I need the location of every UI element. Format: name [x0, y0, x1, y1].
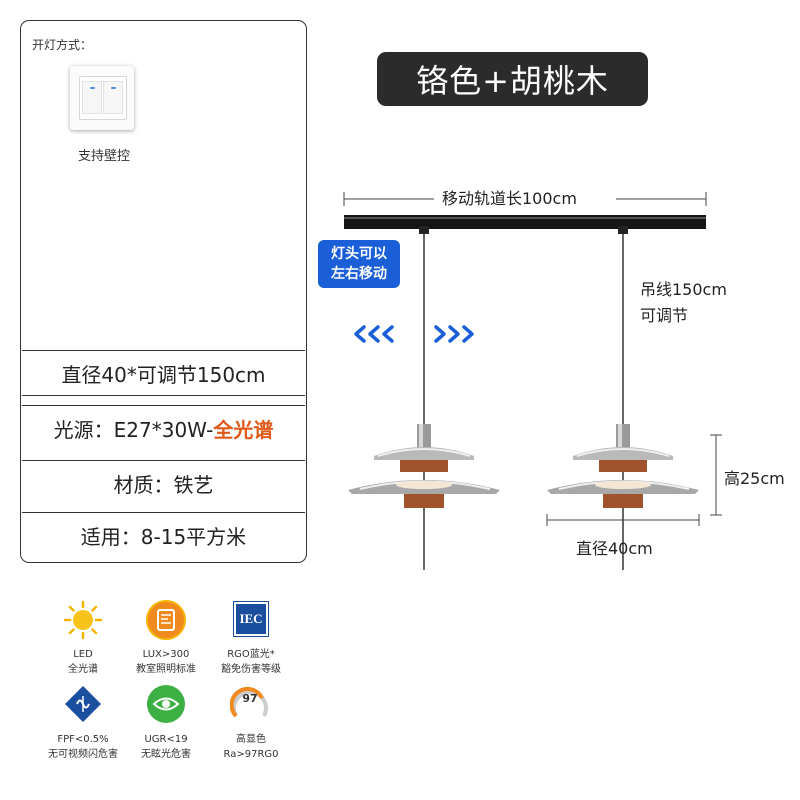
spec-light-source: 光源：E27*30W-全光谱: [22, 405, 305, 450]
spec-usage: 适用：8-15平方米: [22, 512, 305, 557]
sun-icon: [63, 600, 103, 640]
switch-key-left: [82, 81, 102, 114]
spec-diameter: 直径40*可调节150cm: [22, 350, 305, 395]
cri-gauge-icon: 97: [230, 686, 270, 722]
eye-icon: [147, 685, 185, 723]
feature-label-lux: LUX>300 教室照明标准: [116, 647, 216, 677]
feature-fpf-line1: FPF<0.5%: [57, 734, 109, 745]
cri-gauge-arc: [230, 687, 268, 718]
feature-ugr-line2: 无眩光危害: [141, 749, 191, 760]
cable-length-label: 吊线150cm 可调节: [640, 277, 727, 329]
feature-led-line2: 全光谱: [68, 664, 98, 675]
cable-length-line2: 可调节: [640, 306, 689, 325]
switch-key-right: [103, 81, 123, 114]
switch-section-title: 开灯方式：: [32, 38, 93, 52]
switch-caption: 支持壁控: [77, 149, 130, 164]
cri-value: 97: [242, 692, 258, 705]
feature-label-fpf: FPF<0.5% 无可视频闪危害: [33, 732, 133, 762]
feature-rgo-line2: 豁免伤害等级: [221, 664, 281, 675]
spec-light-source-label: 光源：E27*30W-: [53, 417, 214, 442]
feature-lux-line1: LUX>300: [142, 649, 190, 660]
feature-fpf-line2: 无可视频闪危害: [48, 749, 118, 760]
shade-diameter-label: 直径40cm: [576, 539, 653, 558]
spec-material: 材质：铁艺: [22, 460, 305, 505]
move-tag: 灯头可以 左右移动: [318, 240, 400, 288]
wall-switch-icon: [70, 66, 134, 130]
height-label: 高25cm: [724, 469, 785, 488]
feature-rgo-line1: RGO蓝光*: [227, 649, 275, 660]
move-tag-line2: 左右移动: [331, 266, 387, 282]
pendant-lamp-right: [547, 424, 699, 508]
feature-label-cri: 高显色 Ra>97RG0: [201, 732, 301, 762]
feature-label-led: LED 全光谱: [33, 647, 133, 677]
feature-label-rgo: RGO蓝光* 豁免伤害等级: [201, 647, 301, 677]
feature-cri-line2: Ra>97RG0: [223, 749, 279, 760]
iec-icon: IEC: [233, 601, 269, 637]
finish-title-badge: 铬色+胡桃木: [377, 52, 648, 106]
feature-led-line1: LED: [73, 649, 93, 660]
flicker-free-icon: [65, 686, 101, 722]
pendant-lamp-left: [348, 424, 500, 508]
feature-ugr-line1: UGR<19: [144, 734, 188, 745]
spec-card: [20, 20, 307, 563]
spec-full-spectrum: 全光谱: [213, 417, 274, 442]
move-tag-line1: 灯头可以: [331, 246, 387, 262]
feature-cri-line1: 高显色: [236, 734, 266, 745]
track-length-label: 移动轨道长100cm: [442, 189, 577, 208]
wall-switch-frame: [79, 76, 127, 120]
cable-length-line1: 吊线150cm: [640, 280, 727, 299]
pendant-lamp-illustration: [343, 192, 722, 570]
lux-book-icon: [146, 600, 186, 640]
spec-divider: [22, 395, 305, 396]
feature-label-ugr: UGR<19 无眩光危害: [116, 732, 216, 762]
feature-lux-line2: 教室照明标准: [136, 664, 196, 675]
